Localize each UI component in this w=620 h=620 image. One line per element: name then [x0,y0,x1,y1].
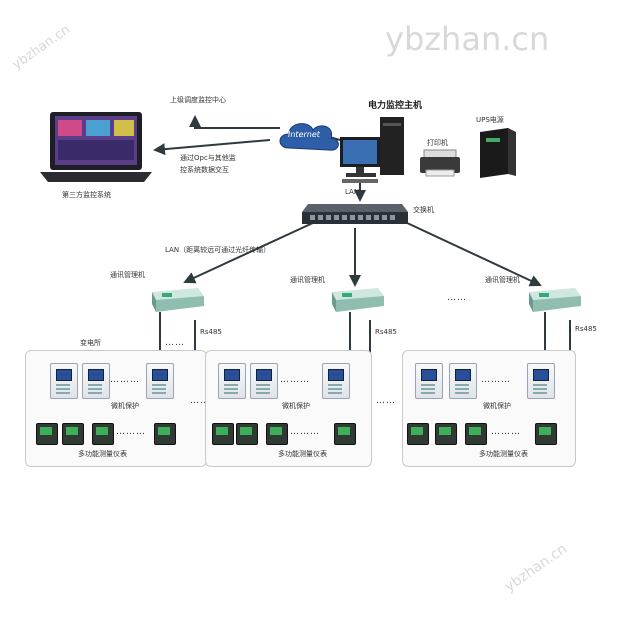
dots-relay: ……… [481,375,511,385]
meter-icon [154,423,176,445]
meter-icon [92,423,114,445]
meter-icon [334,423,356,445]
dots-top: …… [447,293,467,303]
multi-meter-label: 多功能测量仪表 [78,450,127,458]
relay-protection-label: 微机保护 [483,402,511,410]
dots-meter: ……… [491,427,521,437]
arrow-switch-mgr1 [183,221,316,284]
dots-between-2: …… [376,396,396,406]
meter-icon [407,423,429,445]
network-switch-icon [302,204,408,224]
arrow-switch-mgr3 [404,221,542,287]
relay-icon [146,363,174,399]
relay-icon [250,363,278,399]
dots-meter: ……… [116,427,146,437]
meter-icon [36,423,58,445]
lan-top-label: LAN [345,188,360,196]
printer-label: 打印机 [427,139,448,147]
watermark-top: ybzhan.cn [385,20,550,58]
substation-box-3: ……… 微机保护 ……… 多功能测量仪表 [402,350,576,467]
meter-icon [435,423,457,445]
dots-relay: ……… [110,375,140,385]
comm-manager-label-2: 通讯管理机 [290,276,325,284]
rs485-label-1: Rs485 [200,328,222,336]
relay-icon [415,363,443,399]
lan-note-label: LAN（距离较远可通过光纤传输） [165,246,271,254]
meter-icon [62,423,84,445]
host-title: 电力监控主机 [368,101,423,111]
multi-meter-label: 多功能测量仪表 [479,450,528,458]
arrow-laptop [153,139,271,156]
desktop-pc-icon [340,117,404,183]
meter-icon [236,423,258,445]
meter-icon [266,423,288,445]
meter-icon [535,423,557,445]
third-party-label: 第三方监控系统 [62,191,111,199]
arrow-upper-center [189,115,280,129]
substation-label: 变电所 [80,339,101,347]
ups-icon [480,128,516,178]
dots-meter: ……… [290,427,320,437]
dots-mgr1: …… [165,338,185,348]
comm-manager-icon-3 [529,288,581,312]
comm-manager-icon-1 [152,288,204,312]
printer-icon [420,149,460,177]
relay-protection-label: 微机保护 [111,402,139,410]
relay-icon [82,363,110,399]
cloud-icon [279,123,339,151]
opc-line1: 通过Opc与其他监 [180,154,236,162]
relay-icon [322,363,350,399]
meter-icon [212,423,234,445]
upper-center-label: 上级调度监控中心 [170,96,226,104]
relay-protection-label: 微机保护 [282,402,310,410]
relay-icon [449,363,477,399]
switch-label: 交换机 [413,206,434,214]
multi-meter-label: 多功能测量仪表 [278,450,327,458]
ups-label: UPS电源 [476,116,504,124]
opc-line2: 控系统数据交互 [180,166,229,174]
relay-icon [218,363,246,399]
dots-between-1: …… [190,396,210,406]
comm-manager-icon-2 [332,288,384,312]
rs485-label-2: Rs485 [375,328,397,336]
comm-manager-label-1: 通讯管理机 [110,271,145,279]
rs485-label-3: Rs485 [575,325,597,333]
dots-relay: ……… [280,375,310,385]
comm-manager-label-3: 通讯管理机 [485,276,520,284]
relay-icon [50,363,78,399]
substation-box-2: ……… 微机保护 ……… 多功能测量仪表 [205,350,372,467]
relay-icon [527,363,555,399]
laptop-icon [40,112,152,182]
internet-label: Internet [288,130,320,139]
meter-icon [465,423,487,445]
substation-box-1: ……… 微机保护 ……… 多功能测量仪表 [25,350,207,467]
